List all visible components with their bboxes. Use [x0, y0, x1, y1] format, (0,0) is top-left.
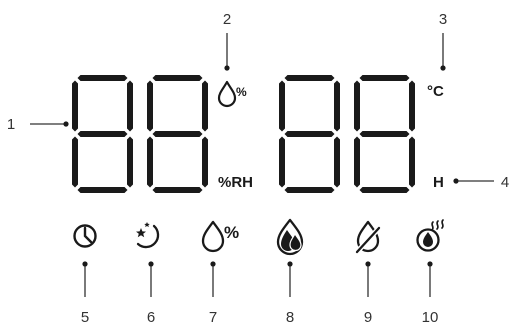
clock-icon	[75, 226, 96, 247]
callout-number-6: 6	[147, 309, 155, 326]
humidity-percent-icon: %	[203, 222, 239, 251]
callout-dot-8	[287, 261, 292, 266]
segment-lower-left	[72, 137, 78, 188]
segment-upper-left	[72, 81, 78, 132]
celsius-label: °C	[427, 83, 444, 100]
callout-dot-9	[365, 261, 370, 266]
segment-upper-right	[409, 81, 415, 132]
rh-label: %RH	[218, 174, 253, 191]
segment-lower-right	[334, 137, 340, 188]
double-drop-icon	[278, 220, 302, 254]
icon7-percent-label: %	[224, 223, 239, 242]
callout-dot-2	[224, 65, 229, 70]
drop-icon	[219, 82, 235, 106]
percent-label: %	[236, 85, 247, 99]
callout-number-8: 8	[286, 309, 294, 326]
callout-2: 2	[223, 11, 231, 71]
segment-lower-left	[279, 137, 285, 188]
callout-dot-4	[453, 178, 458, 183]
segment-upper-left	[147, 81, 153, 132]
callout-4: 4	[453, 174, 509, 191]
segment-bottom	[153, 187, 203, 193]
segment-lower-right	[127, 137, 133, 188]
steam-drop-icon	[418, 220, 444, 251]
segment-middle	[153, 131, 203, 137]
bottom-callouts: 5 6 7 8 9 10	[81, 261, 439, 326]
callout-3: 3	[439, 11, 447, 71]
callout-dot-1	[63, 121, 68, 126]
segment-lower-right	[409, 137, 415, 188]
segment-top	[360, 75, 410, 81]
segment-middle	[360, 131, 410, 137]
callout-number-1: 1	[7, 116, 15, 133]
hour-label: H	[433, 174, 444, 191]
drop-percent-indicator: %	[219, 82, 247, 106]
segment-lower-left	[147, 137, 153, 188]
moon-star-icon	[136, 222, 158, 247]
callout-number-4: 4	[501, 174, 509, 191]
callout-dot-3	[440, 65, 445, 70]
segment-upper-right	[127, 81, 133, 132]
segment-bottom	[285, 187, 335, 193]
segment-upper-left	[354, 81, 360, 132]
callout-number-3: 3	[439, 11, 447, 28]
segment-upper-right	[334, 81, 340, 132]
segment-top	[153, 75, 203, 81]
callout-number-10: 10	[422, 309, 439, 326]
callout-dot-7	[210, 261, 215, 266]
callout-dot-5	[82, 261, 87, 266]
segment-middle	[78, 131, 128, 137]
segment-bottom	[360, 187, 410, 193]
segment-top	[78, 75, 128, 81]
callout-dot-10	[427, 261, 432, 266]
callout-number-7: 7	[209, 309, 217, 326]
segment-top	[285, 75, 335, 81]
callout-number-5: 5	[81, 309, 89, 326]
drop-off-icon	[357, 222, 379, 252]
segment-lower-right	[202, 137, 208, 188]
callout-dot-6	[148, 261, 153, 266]
segment-lower-left	[354, 137, 360, 188]
segment-upper-right	[202, 81, 208, 132]
segment-upper-left	[279, 81, 285, 132]
callout-number-9: 9	[364, 309, 372, 326]
segment-middle	[285, 131, 335, 137]
callout-1: 1	[7, 116, 69, 133]
callout-number-2: 2	[223, 11, 231, 28]
segment-bottom	[78, 187, 128, 193]
